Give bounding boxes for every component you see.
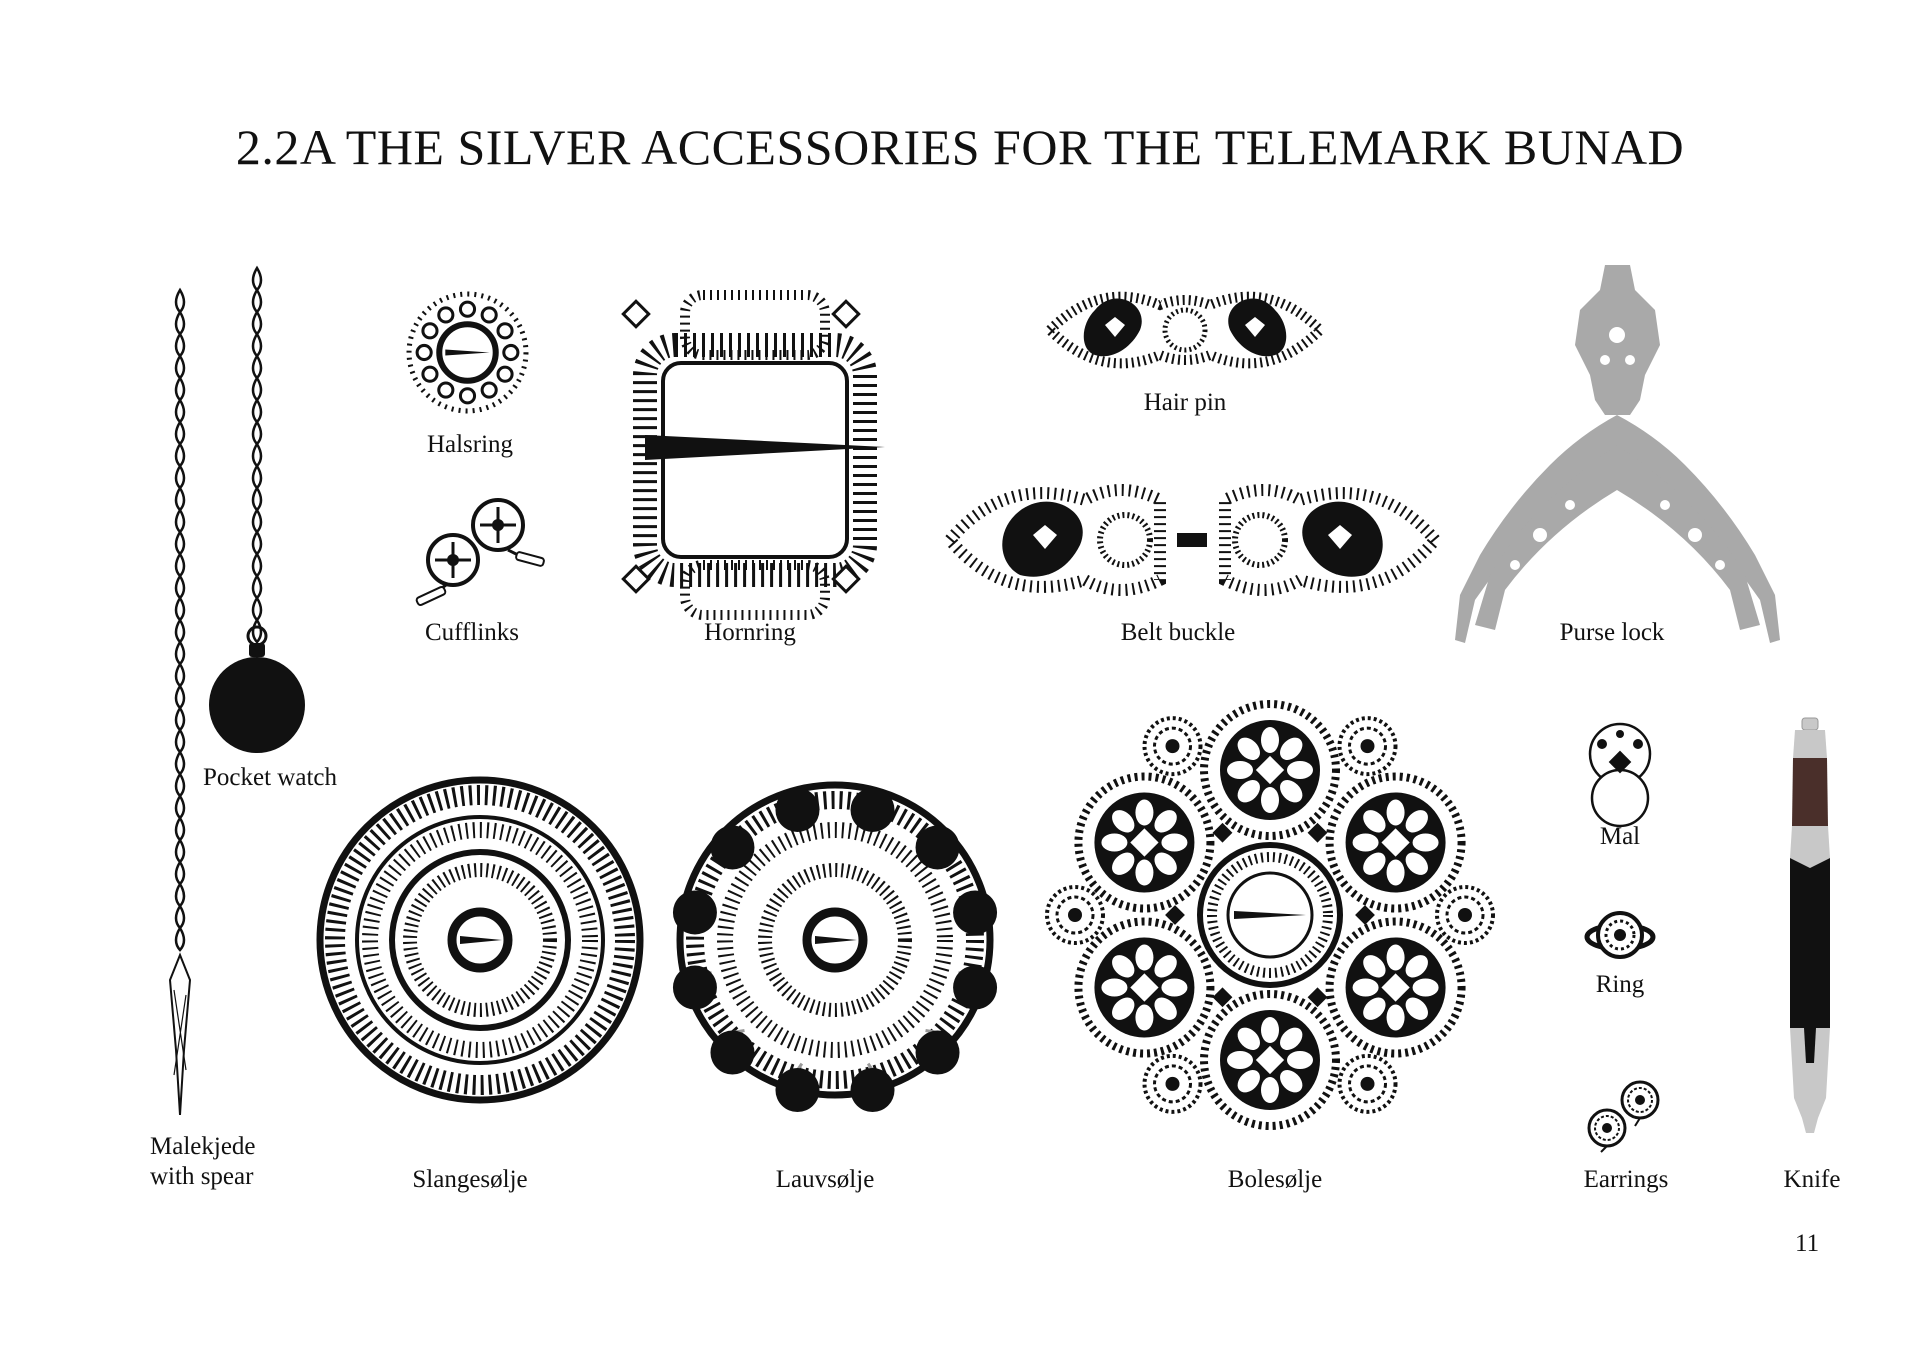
bolesolje-brooch-icon: [1045, 690, 1495, 1140]
slangesolje-label: Slangesølje: [412, 1166, 528, 1193]
knife-icon: [1780, 717, 1840, 1138]
purse-lock-label: Purse lock: [1559, 619, 1665, 646]
slangesolje-brooch-icon: [315, 775, 645, 1105]
ring-icon: [1584, 905, 1656, 965]
malekjede-label: Malekjede with spear: [150, 1132, 256, 1192]
halsring-label: Halsring: [426, 431, 514, 458]
malekjede-label-line2: with spear: [150, 1163, 254, 1190]
earrings-label: Earrings: [1583, 1166, 1669, 1193]
belt-buckle-label: Belt buckle: [1120, 619, 1236, 646]
hair-pin-icon: [1040, 275, 1330, 385]
hornring-buckle-icon: [615, 285, 895, 620]
purse-lock-icon: [1455, 265, 1780, 645]
pocket-watch-icon: [205, 265, 315, 758]
ring-label: Ring: [1595, 971, 1645, 998]
pocket-watch-label: Pocket watch: [203, 764, 337, 791]
halsring-brooch-icon: [405, 290, 530, 415]
page-title: 2.2A THE SILVER ACCESSORIES FOR THE TELE…: [235, 119, 1685, 175]
belt-buckle-icon: [942, 465, 1443, 615]
malekjede-label-line1: Malekjede: [150, 1133, 256, 1160]
hornring-label: Hornring: [704, 619, 796, 646]
cufflinks-icon: [408, 490, 548, 610]
malekjede-chain-icon: [160, 287, 200, 1120]
mal-clasp-icon: [1580, 722, 1660, 832]
earrings-icon: [1585, 1078, 1665, 1153]
bolesolje-label: Bolesølje: [1227, 1166, 1323, 1193]
hair-pin-label: Hair pin: [1143, 389, 1227, 416]
mal-label: Mal: [1599, 823, 1641, 850]
lauvsolje-label: Lauvsølje: [775, 1166, 875, 1193]
cufflinks-label: Cufflinks: [425, 619, 519, 646]
lauvsolje-brooch-icon: [670, 775, 1000, 1115]
page-number: 11: [1795, 1230, 1820, 1257]
knife-label: Knife: [1783, 1166, 1841, 1193]
